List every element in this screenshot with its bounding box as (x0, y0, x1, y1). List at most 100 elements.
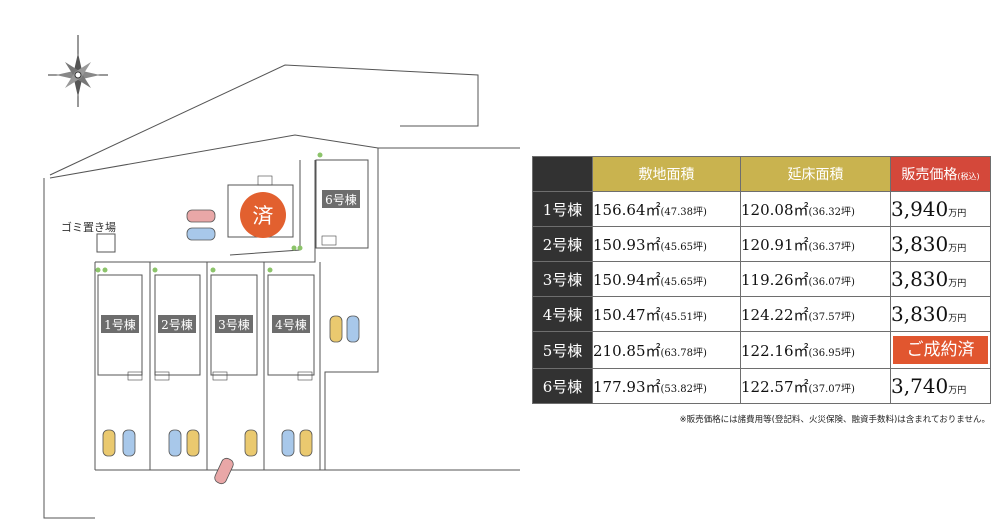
building-label-bg-3 (215, 315, 253, 333)
car-icon (186, 209, 216, 223)
site-map: 済 ゴミ置き場 1号棟 2号棟 3号棟 4号棟 6号棟 (43, 35, 520, 519)
price-note: ※販売価格には諸費用等(登記料、火災保険、融資手数料)は含まれておりません。 (679, 415, 991, 425)
car-icon (329, 315, 343, 343)
row-name: 3号棟 (532, 261, 593, 297)
row-name: 6号棟 (532, 368, 593, 404)
site-area-value: 150.94㎡ (593, 270, 661, 289)
entrance-3 (212, 371, 228, 381)
compass-icon (48, 35, 108, 107)
row-name: 5号棟 (532, 331, 593, 369)
floor-area-tsubo: (37.57坪) (808, 311, 855, 323)
floor-area-tsubo: (36.37坪) (808, 241, 855, 253)
car-icon (346, 315, 360, 343)
car-icon (214, 457, 234, 485)
table-row: 1号棟 156.64㎡(47.38坪) 120.08㎡(36.32坪) 3,94… (532, 191, 991, 227)
price-value: 3,830 (891, 267, 949, 291)
site-area-cell: 150.93㎡(45.65坪) (592, 226, 741, 262)
floor-area-value: 120.08㎡ (741, 200, 809, 219)
entrance-4 (297, 371, 313, 381)
sold-mark-circle (240, 192, 286, 238)
sold-badge: ご成約済 (893, 336, 988, 364)
price-unit: 万円 (948, 279, 967, 289)
price-cell: 3,940万円 (890, 191, 991, 227)
price-cell: ご成約済 (890, 331, 991, 369)
site-area-cell: 150.47㎡(45.51坪) (592, 296, 741, 332)
price-value: 3,940 (891, 197, 949, 221)
building-label-4: 4号棟 (275, 317, 307, 332)
price-unit: 万円 (948, 209, 967, 219)
floor-area-tsubo: (37.07坪) (808, 383, 855, 395)
building-label-bg-1 (101, 315, 139, 333)
building-label-bg-4 (272, 315, 310, 333)
price-table-section: 敷地面積 延床面積 販売価格(税込) 1号棟 156.64㎡(47.38坪) 1… (532, 156, 991, 425)
price-value: 3,740 (891, 374, 949, 398)
floor-area-tsubo: (36.32坪) (808, 206, 855, 218)
building-6-outline (315, 159, 369, 249)
building-label-bg-6 (322, 190, 360, 208)
car-icon (186, 429, 200, 457)
site-area-tsubo: (45.51坪) (660, 311, 707, 323)
entrance-6 (321, 235, 337, 246)
tree-icon (317, 152, 323, 158)
price-value: 3,830 (891, 232, 949, 256)
entrance-2 (154, 371, 170, 381)
building-label-bg-2 (158, 315, 196, 333)
car-icon (244, 429, 258, 457)
site-area-value: 150.93㎡ (593, 235, 661, 254)
building-1-outline (97, 274, 143, 376)
price-unit: 万円 (948, 314, 967, 324)
site-area-cell: 210.85㎡(63.78坪) (592, 331, 741, 369)
site-area-cell: 177.93㎡(53.82坪) (592, 368, 741, 404)
floor-area-value: 120.91㎡ (741, 235, 809, 254)
car-icon (102, 429, 116, 457)
table-row: 3号棟 150.94㎡(45.65坪) 119.26㎡(36.07坪) 3,83… (532, 261, 991, 297)
floor-area-cell: 124.22㎡(37.57坪) (740, 296, 891, 332)
garbage-box (96, 233, 116, 253)
header-price: 販売価格(税込) (890, 156, 991, 192)
header-corner (532, 156, 593, 192)
floor-area-value: 122.57㎡ (741, 377, 809, 396)
site-area-value: 156.64㎡ (593, 200, 661, 219)
floor-area-value: 124.22㎡ (741, 305, 809, 324)
table-row: 6号棟 177.93㎡(53.82坪) 122.57㎡(37.07坪) 3,74… (532, 368, 991, 404)
site-area-tsubo: (63.78坪) (660, 347, 707, 359)
price-cell: 3,830万円 (890, 261, 991, 297)
lot-line-top (95, 160, 316, 263)
sold-mark: 済 (253, 204, 274, 228)
table-row: 5号棟 210.85㎡(63.78坪) 122.16㎡(36.95坪) ご成約済 (532, 331, 991, 369)
floor-area-cell: 122.57㎡(37.07坪) (740, 368, 891, 404)
garbage-label: ゴミ置き場 (61, 220, 116, 234)
floor-area-value: 119.26㎡ (741, 270, 809, 289)
table-header-row: 敷地面積 延床面積 販売価格(税込) (532, 156, 991, 192)
car-icon (281, 429, 295, 457)
building-label-1: 1号棟 (104, 317, 136, 332)
building-label-3: 3号棟 (218, 317, 250, 332)
site-area-value: 177.93㎡ (593, 377, 661, 396)
car-icon (122, 429, 136, 457)
car-icon (168, 429, 182, 457)
site-area-value: 150.47㎡ (593, 305, 661, 324)
floor-area-tsubo: (36.07坪) (808, 276, 855, 288)
floor-area-cell: 119.26㎡(36.07坪) (740, 261, 891, 297)
price-unit: 万円 (948, 244, 967, 254)
floor-area-tsubo: (36.95坪) (808, 347, 855, 359)
tree-icon (102, 267, 108, 273)
site-area-cell: 156.64㎡(47.38坪) (592, 191, 741, 227)
price-value: 3,830 (891, 302, 949, 326)
site-area-tsubo: (45.65坪) (660, 276, 707, 288)
row-name: 4号棟 (532, 296, 593, 332)
tree-icon (95, 267, 101, 273)
tree-icon (267, 267, 273, 273)
row-name: 2号棟 (532, 226, 593, 262)
road-edge-left (43, 178, 95, 519)
header-price-label: 販売価格 (901, 167, 958, 183)
site-area-tsubo: (47.38坪) (660, 206, 707, 218)
floor-area-value: 122.16㎡ (741, 341, 809, 360)
floor-area-cell: 122.16㎡(36.95坪) (740, 331, 891, 369)
price-cell: 3,830万円 (890, 226, 991, 262)
tree-icon (291, 245, 297, 251)
tree-icon (297, 245, 303, 251)
row-name: 1号棟 (532, 191, 593, 227)
table-row: 4号棟 150.47㎡(45.51坪) 124.22㎡(37.57坪) 3,83… (532, 296, 991, 332)
table-row: 2号棟 150.93㎡(45.65坪) 120.91㎡(36.37坪) 3,83… (532, 226, 991, 262)
